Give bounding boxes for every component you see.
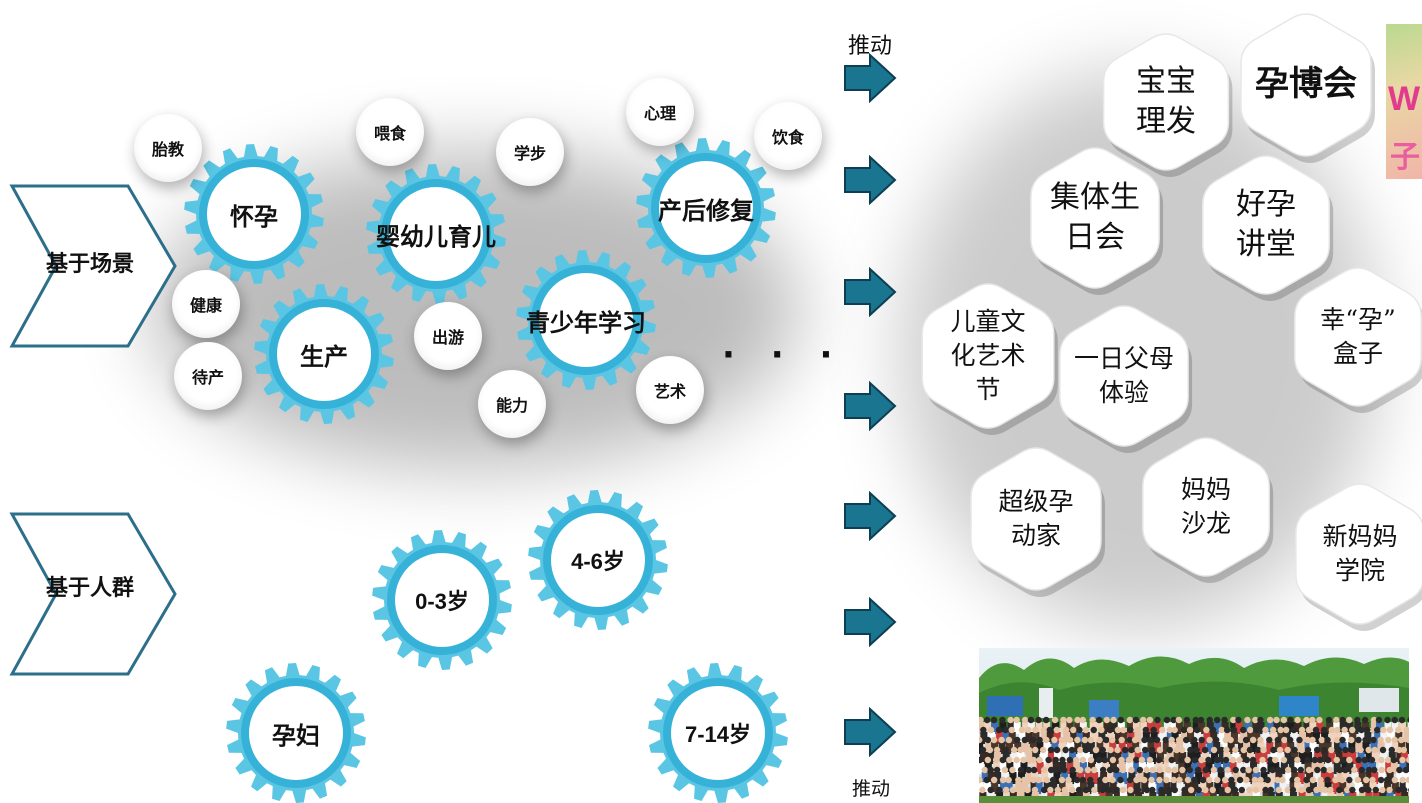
gear-label: 产后修复 xyxy=(658,195,754,225)
gear-label: 7-14岁 xyxy=(684,722,752,747)
hex-yiri-fumu: 一日父母体验 xyxy=(1054,300,1194,453)
ellipsis: · · · xyxy=(722,335,845,375)
gear-label: 青少年学习 xyxy=(526,307,646,337)
hexagon-shape xyxy=(1142,437,1274,583)
arrow-right-icon xyxy=(844,380,897,432)
scene-chevron: 基于场景 xyxy=(9,182,185,352)
hexagon-shape xyxy=(1240,13,1375,163)
gear-label: 孕妇 xyxy=(272,720,320,750)
hex-text: 好孕讲堂 xyxy=(1236,186,1296,263)
hex-text: 妈妈沙龙 xyxy=(1180,475,1231,538)
gear-icon xyxy=(516,250,656,390)
scene-chevron-label: 基于场景 xyxy=(46,251,135,277)
hex-ertong-yishujie: 儿童文化艺术节 xyxy=(916,278,1060,435)
gear-label: 婴幼儿育儿 xyxy=(376,221,496,251)
gear-icon xyxy=(648,663,788,803)
bubble-taijiao: 胎教 xyxy=(134,114,202,182)
hexagon-shape xyxy=(1295,483,1422,631)
gear-chanhou: 产后修复 xyxy=(636,138,776,278)
hex-text: 一日父母体验 xyxy=(1073,344,1174,407)
bubble-nengli: 能力 xyxy=(478,370,546,438)
crowd-chevron: 基于人群 xyxy=(9,510,185,680)
bubble-yishu: 艺术 xyxy=(636,356,704,424)
gear-icon xyxy=(372,530,512,670)
hexagon-shape xyxy=(1202,155,1334,301)
hex-baobao-lifa: 宝宝理发 xyxy=(1096,28,1236,177)
hex-xinmama-xueyuan: 新妈妈学院 xyxy=(1290,478,1422,631)
hexagon-shape xyxy=(921,283,1058,435)
hexagon-shape xyxy=(1030,147,1164,295)
hex-text: 宝宝理发 xyxy=(1136,63,1196,140)
gear-icon xyxy=(226,663,366,803)
arrow-right-icon xyxy=(844,266,897,318)
gear-label: 怀孕 xyxy=(230,201,278,231)
hex-jiti-shengrihui: 集体生日会 xyxy=(1022,142,1168,295)
gear-yingyouer: 婴幼儿育儿 xyxy=(366,164,506,304)
bubble-daichan: 待产 xyxy=(174,342,242,410)
bubble-yinshi: 饮食 xyxy=(754,102,822,170)
gear-huaiyun: 怀孕 xyxy=(184,144,324,284)
crowd-chevron-label: 基于人群 xyxy=(46,575,135,601)
gear-icon xyxy=(184,144,324,284)
gear-age-0-3: 0-3岁 xyxy=(372,530,512,670)
hex-text: 幸“孕”盒子 xyxy=(1320,305,1396,368)
gear-icon xyxy=(636,138,776,278)
gear-icon xyxy=(254,284,394,424)
arrow-right-icon xyxy=(844,154,897,206)
bubble-chuyou: 出游 xyxy=(414,302,482,370)
gear-yunfu: 孕妇 xyxy=(226,663,366,803)
hex-text: 新妈妈学院 xyxy=(1322,522,1398,585)
arrow-right-icon xyxy=(844,706,897,758)
push-label-bottom: 推动 xyxy=(852,779,891,800)
crowd-event-photo xyxy=(979,648,1409,803)
poster-text: W xyxy=(1388,80,1421,118)
gear-qingshaonian: 青少年学习 xyxy=(516,250,656,390)
bubble-weishi: 喂食 xyxy=(356,98,424,166)
hexagon-shape xyxy=(970,447,1105,597)
hex-haoyun-jiangtang: 好孕讲堂 xyxy=(1196,150,1336,301)
bubble-xinli: 心理 xyxy=(626,78,694,146)
gear-icon xyxy=(528,490,668,630)
gear-icon xyxy=(366,164,506,304)
gear-label: 0-3岁 xyxy=(415,589,469,614)
hex-xingyun-hezi: 幸“孕”盒子 xyxy=(1288,262,1422,413)
hexagon-shape xyxy=(1294,267,1422,413)
bubble-xuebu: 学步 xyxy=(496,118,564,186)
hex-text: 孕博会 xyxy=(1255,65,1357,104)
arrow-right-icon xyxy=(844,596,897,648)
hex-mama-shalong: 妈妈沙龙 xyxy=(1136,432,1276,583)
hex-text: 儿童文化艺术节 xyxy=(950,307,1026,404)
hex-text: 超级孕动家 xyxy=(998,487,1074,550)
hexagon-shape xyxy=(1102,33,1233,177)
gear-age-4-6: 4-6岁 xyxy=(528,490,668,630)
hex-chaoji-yundongjia: 超级孕动家 xyxy=(964,442,1108,597)
gear-age-7-14: 7-14岁 xyxy=(648,663,788,803)
hex-yunbohui: 孕博会 xyxy=(1236,8,1376,163)
hexagon-shape xyxy=(1059,305,1193,453)
poster-photo-fragment: W 子 xyxy=(1386,24,1422,179)
gear-label: 生产 xyxy=(300,341,348,371)
gear-shengchan: 生产 xyxy=(254,284,394,424)
hex-text: 集体生日会 xyxy=(1050,179,1140,256)
arrow-right-icon xyxy=(844,52,897,104)
gear-label: 4-6岁 xyxy=(571,549,625,574)
poster-text: 子 xyxy=(1390,141,1420,174)
bubble-jiankang: 健康 xyxy=(172,270,240,338)
arrow-right-icon xyxy=(844,490,897,542)
